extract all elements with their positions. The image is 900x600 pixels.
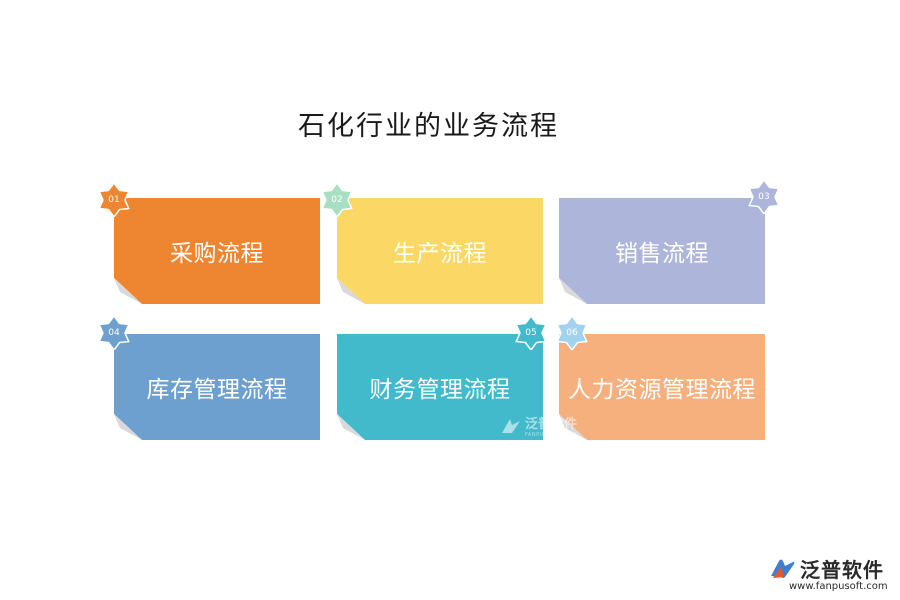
badge-number: 01 (108, 195, 120, 205)
brand-name: 泛普软件 (800, 558, 884, 582)
badge-number: 03 (758, 192, 770, 202)
page-curl-icon (337, 414, 365, 440)
watermark-subtext: FANPU SOFTWARE (525, 432, 578, 438)
card-label: 库存管理流程 (146, 377, 288, 403)
card-label: 销售流程 (615, 241, 709, 267)
star-badge-icon (748, 180, 780, 214)
star-badge-icon (556, 316, 588, 350)
page-title: 石化行业的业务流程 (298, 111, 559, 142)
card-inventory-management-process: 库存管理流程 (114, 334, 320, 440)
star-badge-icon (98, 316, 130, 350)
star-badge-icon (515, 316, 547, 350)
card-label: 采购流程 (170, 241, 264, 267)
fanpu-logo-icon (502, 418, 520, 433)
step-badge-01: 01 (97, 183, 131, 217)
card-label: 人力资源管理流程 (568, 377, 756, 403)
step-badge-03: 03 (747, 180, 781, 214)
card-label: 生产流程 (393, 241, 487, 267)
brand-url: www.fanpusoft.com (789, 581, 888, 592)
card-sales-process: 销售流程 (559, 198, 765, 304)
step-badge-02: 02 (320, 183, 354, 217)
page-curl-icon (114, 414, 142, 440)
step-badge-06: 06 (555, 316, 589, 350)
step-badge-05: 05 (514, 316, 548, 350)
page-curl-icon (559, 414, 587, 440)
card-procurement-process: 采购流程 (114, 198, 320, 304)
step-badge-04: 04 (97, 316, 131, 350)
card-hr-management-process: 人力资源管理流程 (559, 334, 765, 440)
badge-number: 06 (566, 328, 578, 338)
page-curl-icon (559, 278, 587, 304)
badge-number: 02 (331, 195, 343, 205)
badge-number: 05 (525, 328, 537, 338)
brand-logo: 泛普软件 (770, 554, 884, 583)
star-badge-icon (98, 183, 130, 217)
watermark: 泛普软件 FANPU SOFTWARE (500, 413, 578, 438)
page-curl-icon (114, 278, 142, 304)
watermark-text: 泛普软件 (525, 417, 578, 432)
card-label: 财务管理流程 (369, 377, 511, 403)
page-curl-icon (337, 278, 365, 304)
card-production-process: 生产流程 (337, 198, 543, 304)
badge-number: 04 (108, 328, 120, 338)
fanpu-logo-icon (771, 559, 795, 578)
star-badge-icon (321, 183, 353, 217)
